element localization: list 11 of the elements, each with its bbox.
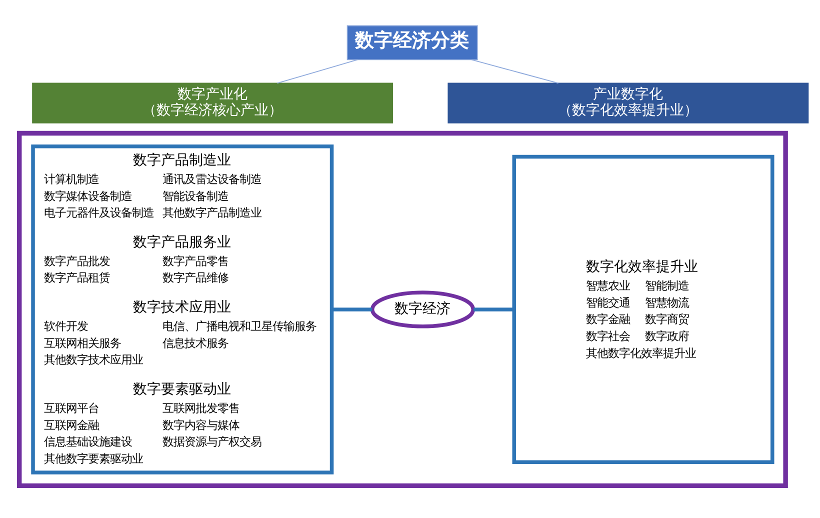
connector [332, 307, 372, 311]
connector [471, 58, 559, 84]
node-box: 产业数字化 （数字化效率提升业） [448, 82, 809, 123]
node-box: 数字产品制造业 计算机制造 通讯及雷达设备制造 数字媒体设备制造 智能设备制造 电子元器件及设备制造 其他数字产品制造业 数字产品服务业 数字产品批发 数字产品零售 数字产品租赁 数字产品维修 数字技术应用业 软件开发 电信、广播电视和卫星传输服务 互联网相关服务 信息技术服务 其他数字技术应用业 数字要素驱动业 互联网平台 互联网批发零售 互联网金融 数字内容与媒体 信息基础设施建设 数据资源与产权交易 其他数字要素驱动业 [31, 144, 334, 474]
node-box: 数字化效率提升业 智慧农业 智能制造 智能交通 智慧物流 数字金融 数字商贸 数字社会 数字政府 其他数字化效率提升业 [512, 154, 774, 464]
connector [474, 307, 514, 311]
node-ellipse: 数字经济 [370, 290, 476, 328]
node-box: 数字产业化 （数字经济核心产业） [32, 82, 394, 123]
connector [276, 58, 358, 84]
node-box: 数字经济分类 [346, 24, 478, 60]
cluster [17, 130, 788, 488]
